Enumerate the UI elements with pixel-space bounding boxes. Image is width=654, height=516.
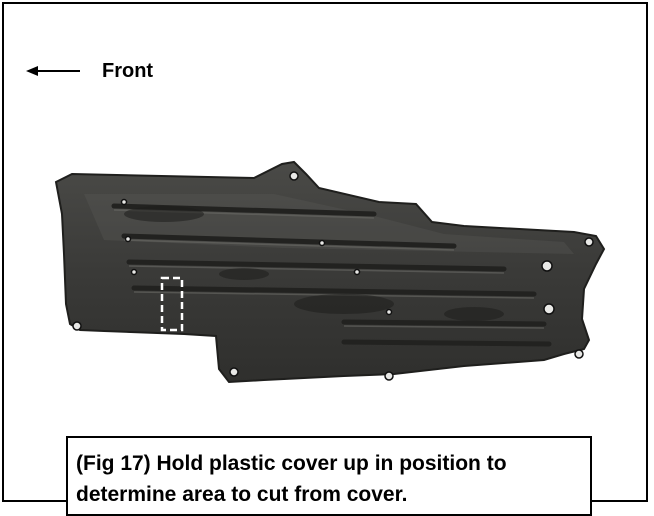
underbody-cover-photo (54, 160, 606, 384)
figure-caption: (Fig 17) Hold plastic cover up in positi… (66, 436, 592, 516)
front-label: Front (102, 60, 154, 82)
cut-area-marker (160, 276, 184, 332)
mounting-holes (72, 171, 594, 381)
cover-ribs (111, 203, 552, 347)
left-arrow-icon (26, 66, 80, 76)
